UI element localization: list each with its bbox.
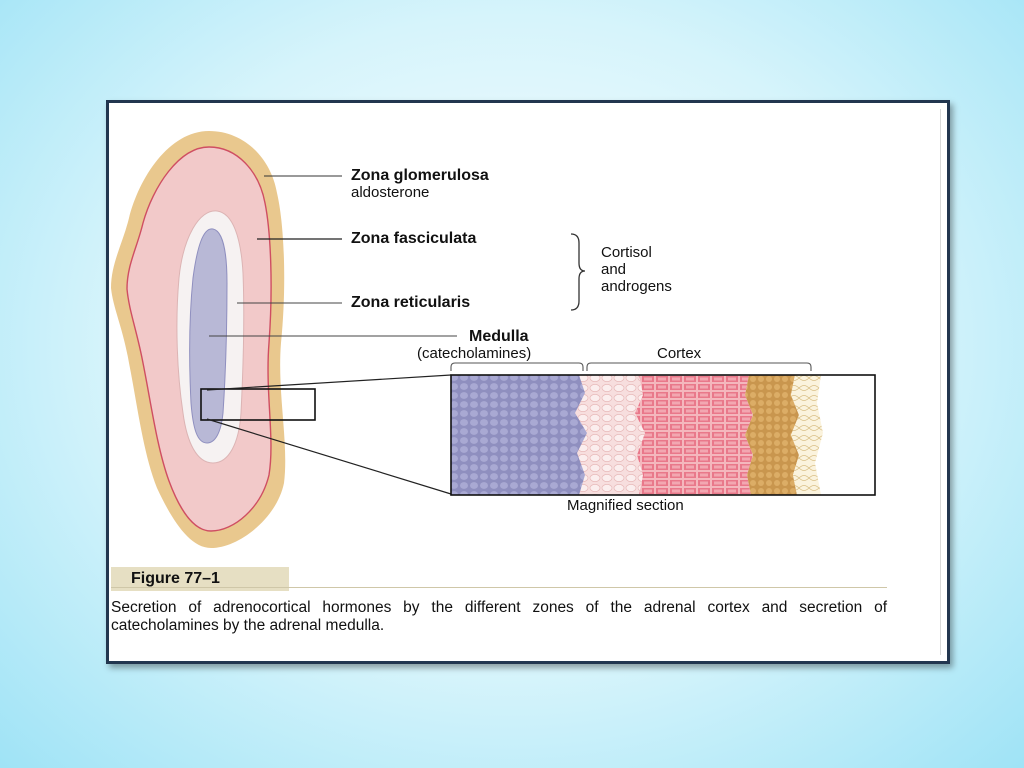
section-glomerulosa	[745, 375, 799, 495]
figure-caption: Secretion of adrenocortical hormones by …	[111, 599, 887, 634]
projection-line-top	[206, 374, 452, 391]
label-cortex: Cortex	[657, 345, 702, 362]
label-catecholamines: (catecholamines)	[417, 345, 532, 362]
section-reticularis	[575, 375, 645, 495]
zoom-source-box	[200, 388, 316, 421]
label-zona-reticularis: Zona reticularis	[351, 294, 471, 311]
section-medulla	[451, 375, 587, 495]
caption-divider	[111, 587, 887, 588]
cortex-bracket	[586, 362, 812, 371]
medulla-bracket	[450, 362, 584, 371]
label-magnified-section: Magnified section	[567, 497, 684, 514]
slide-card: Zona glomerulosa aldosterone Zona fascic…	[106, 100, 950, 664]
projection-line-bottom	[206, 418, 452, 495]
label-aldosterone: aldosterone	[351, 184, 430, 201]
label-medulla: Medulla	[469, 328, 529, 345]
label-cortisol: Cortisol	[601, 244, 652, 261]
adrenal-gland-diagram	[111, 131, 876, 548]
label-androgens: androgens	[601, 278, 672, 295]
magnified-section	[450, 374, 876, 496]
card-edge-line	[940, 109, 941, 655]
label-zona-glomerulosa: Zona glomerulosa	[351, 167, 489, 184]
section-capsule	[791, 375, 823, 495]
label-and: and	[601, 261, 627, 278]
cortisol-brace	[570, 233, 586, 311]
section-fasciculata	[635, 375, 753, 495]
label-zona-fasciculata: Zona fasciculata	[351, 230, 477, 247]
